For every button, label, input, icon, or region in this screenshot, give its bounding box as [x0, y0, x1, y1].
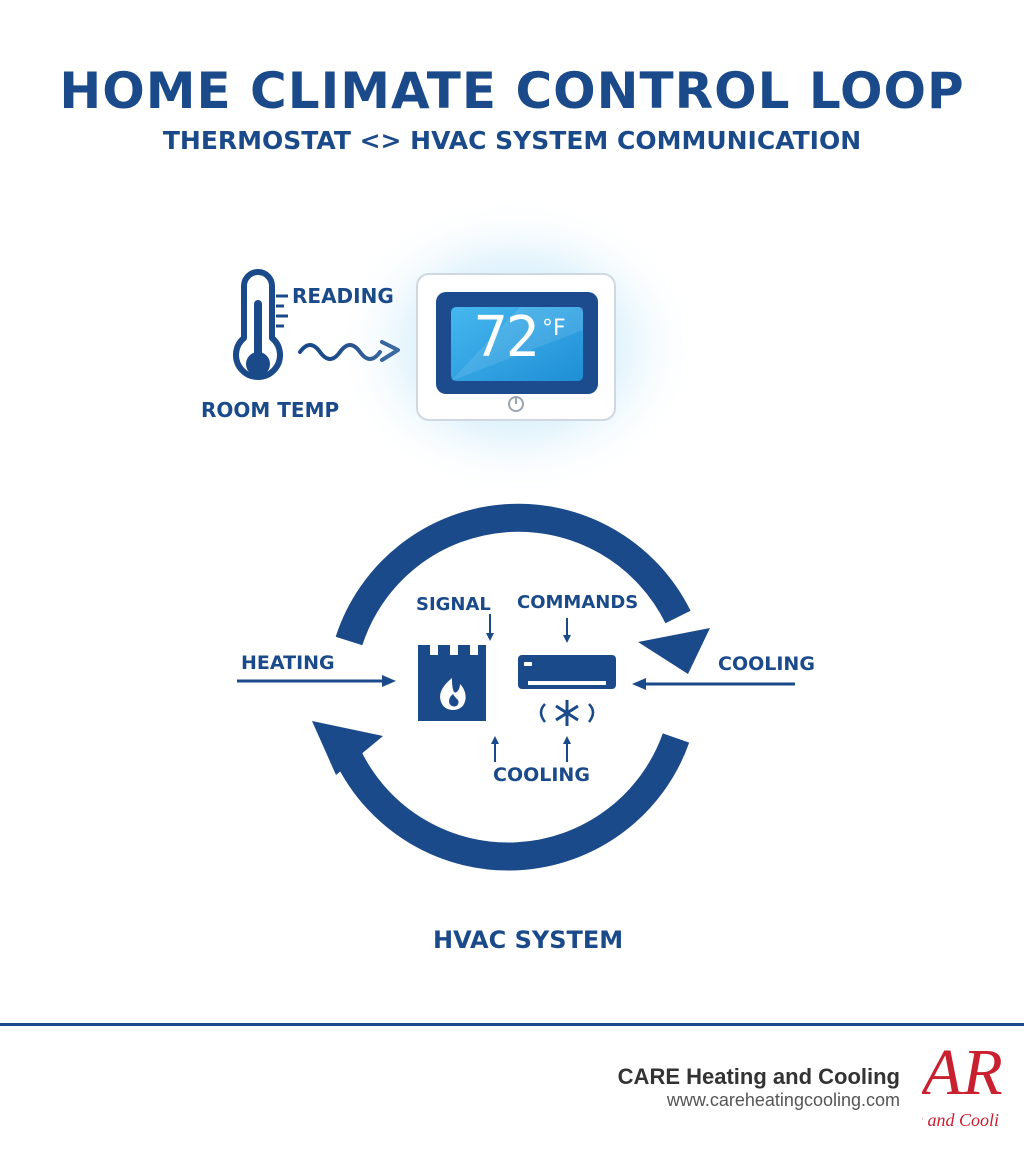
room-temp-label: ROOM TEMP [201, 398, 340, 422]
ac-unit-icon [518, 655, 616, 689]
commands-label: COMMANDS [517, 592, 639, 613]
cooling-input-label: COOLING [718, 653, 815, 675]
thermostat-unit: °F [542, 316, 566, 341]
cooling-output-label: COOLING [493, 764, 590, 786]
thermometer-icon [233, 269, 288, 380]
furnace-icon [418, 645, 486, 721]
loop-arrow-cw-icon [335, 503, 710, 674]
loop-arrow-ccw-icon [312, 721, 690, 871]
page-title: HOME CLIMATE CONTROL LOOP [59, 62, 965, 120]
company-name: CARE Heating and Cooling [617, 1064, 900, 1089]
logo-letters: AR [922, 1040, 1002, 1109]
cooling-arrow-icon [632, 678, 795, 690]
heating-arrow-icon [237, 675, 396, 687]
furnace-up-arrow-icon [491, 736, 499, 762]
thermostat-temperature: 72 [474, 305, 539, 370]
signal-label: SIGNAL [416, 594, 491, 615]
signal-down-arrow-icon [486, 614, 494, 641]
logo-tagline: g and Cooli [922, 1110, 1000, 1130]
snowflake-icon [539, 700, 595, 726]
hvac-system-label: HVAC SYSTEM [433, 926, 624, 954]
ac-up-arrow-icon [563, 736, 571, 762]
page-subtitle: THERMOSTAT <> HVAC SYSTEM COMMUNICATION [162, 126, 862, 155]
climate-loop-diagram [233, 196, 795, 871]
reading-label: READING [292, 284, 394, 308]
company-url: www.careheatingcooling.com [666, 1090, 900, 1110]
company-logo: AR g and Cooli [922, 1040, 1002, 1140]
thermostat-icon [416, 273, 616, 421]
footer-divider [0, 1023, 1024, 1026]
heating-label: HEATING [241, 652, 335, 674]
commands-down-arrow-icon [563, 618, 571, 643]
